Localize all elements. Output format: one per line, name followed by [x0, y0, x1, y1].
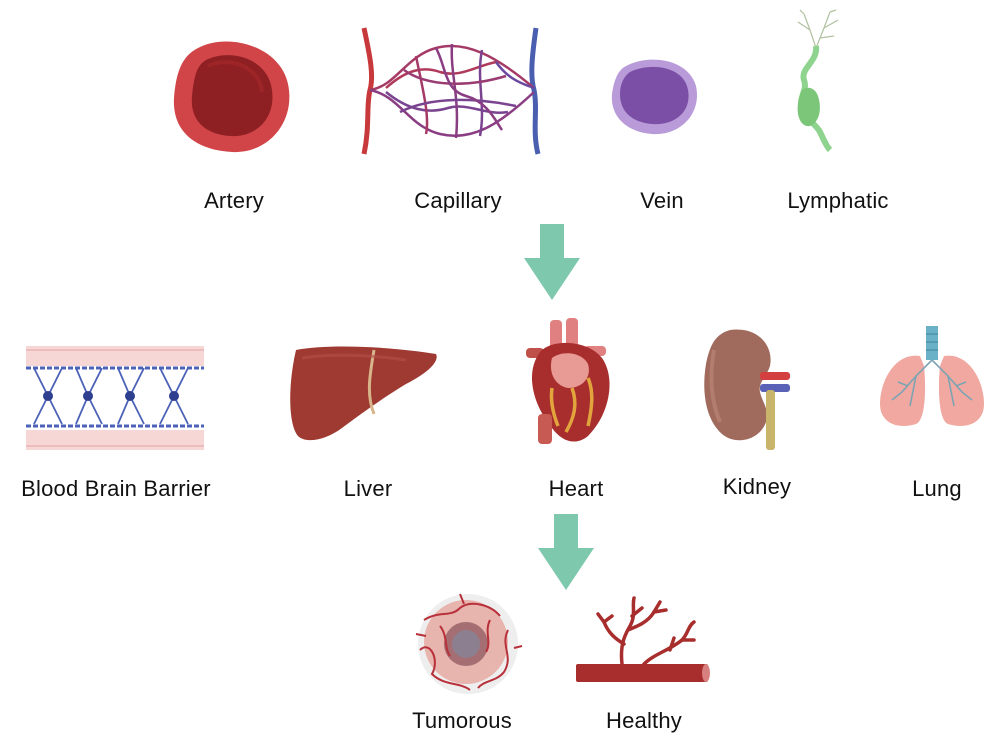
- artery-icon: [168, 36, 296, 160]
- lung-icon: [876, 326, 988, 434]
- label-heart: Heart: [549, 476, 604, 502]
- label-lymphatic: Lymphatic: [787, 188, 888, 214]
- label-bbb: Blood Brain Barrier: [21, 476, 211, 502]
- kidney-icon: [700, 326, 796, 450]
- capillary-network-icon: [356, 26, 546, 156]
- liver-icon: [286, 344, 442, 444]
- down-arrow-icon: [524, 224, 580, 302]
- down-arrow-icon: [538, 514, 594, 592]
- label-vein: Vein: [640, 188, 684, 214]
- lymphatic-vessel-icon: [780, 8, 850, 152]
- vein-icon: [608, 56, 700, 138]
- blood-brain-barrier-icon: [26, 346, 204, 450]
- label-tumorous: Tumorous: [412, 708, 512, 734]
- label-artery: Artery: [204, 188, 264, 214]
- label-healthy: Healthy: [606, 708, 682, 734]
- label-liver: Liver: [344, 476, 393, 502]
- tumor-vasculature-icon: [410, 590, 526, 698]
- label-kidney: Kidney: [723, 474, 791, 500]
- label-capillary: Capillary: [414, 188, 501, 214]
- label-lung: Lung: [912, 476, 962, 502]
- heart-icon: [522, 318, 618, 448]
- healthy-vessel-icon: [574, 596, 712, 688]
